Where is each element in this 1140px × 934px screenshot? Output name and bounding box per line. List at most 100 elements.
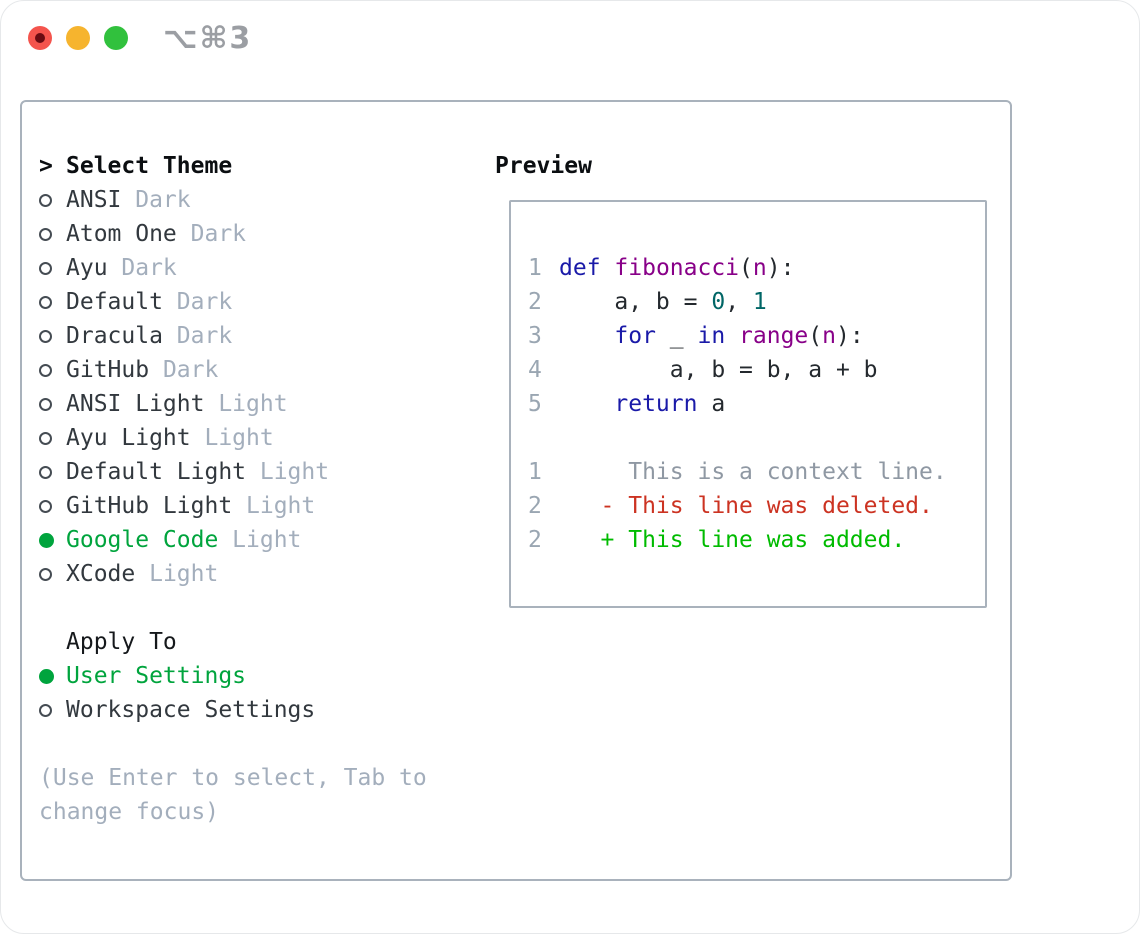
theme-variant: Light	[204, 425, 274, 451]
token-fn: n	[822, 323, 837, 349]
close-button-icon[interactable]	[28, 26, 52, 50]
marker-slot	[39, 227, 66, 241]
titlebar: ⌥⌘3	[1, 1, 1139, 76]
code-line: 1 def fibonacci(n):	[528, 251, 985, 285]
marker-slot	[39, 261, 66, 275]
theme-variant: Light	[149, 561, 219, 587]
line-number: 2	[528, 289, 542, 315]
token-pl	[559, 391, 614, 417]
line-number: 1	[528, 255, 542, 281]
token-kw: for	[614, 323, 656, 349]
apply-to-option[interactable]: User Settings	[39, 659, 479, 693]
code-text: a, b = 0, 1	[559, 289, 767, 315]
theme-option[interactable]: Ayu Light Light	[39, 421, 479, 455]
diff-line: 2 + This line was added.	[528, 523, 985, 557]
apply-option-name: User Settings	[66, 663, 247, 689]
code-line: 3 for _ in range(n):	[528, 319, 985, 353]
theme-variant: Dark	[190, 221, 247, 247]
theme-option[interactable]: XCode Light	[39, 557, 479, 591]
radio-icon	[39, 295, 52, 309]
minimize-button-icon[interactable]	[66, 26, 90, 50]
theme-name: XCode	[66, 561, 136, 587]
theme-variant: Light	[259, 459, 330, 485]
radio-icon	[39, 261, 52, 275]
marker-slot	[39, 193, 66, 207]
marker-slot	[39, 329, 66, 343]
token-pl	[601, 255, 615, 281]
blank-line	[528, 421, 985, 455]
token-pl: (	[739, 255, 753, 281]
window-title: ⌥⌘3	[163, 21, 253, 56]
spacer	[39, 591, 479, 625]
marker-slot	[39, 703, 66, 717]
marker-slot	[39, 431, 66, 445]
token-pl: ,	[725, 289, 753, 315]
marker-slot	[39, 532, 66, 548]
token-kw: def	[559, 255, 601, 281]
apply-to-header: Apply To	[39, 625, 479, 659]
theme-name: Dracula	[66, 323, 163, 349]
apply-to-option[interactable]: Workspace Settings	[39, 693, 479, 727]
token-fn: fibonacci	[614, 255, 740, 281]
theme-option[interactable]: ANSI Dark	[39, 183, 479, 217]
marker-slot	[39, 295, 66, 309]
unsaved-dot-icon	[35, 33, 45, 43]
code-text: for _ in range(n):	[559, 323, 863, 349]
token-pl	[725, 323, 739, 349]
token-fn: range	[739, 323, 809, 349]
radio-icon	[39, 499, 52, 513]
radio-icon	[39, 703, 52, 717]
token-kw: return	[614, 391, 698, 417]
token-num: 0	[711, 289, 726, 315]
diff-text-added: + This line was added.	[559, 527, 906, 553]
theme-name: ANSI Light	[66, 391, 205, 417]
diff-line: 1 This is a context line.	[528, 455, 985, 489]
marker-slot	[39, 567, 66, 581]
theme-variant: Dark	[176, 289, 233, 315]
token-pl: _	[655, 323, 698, 349]
line-number: 2	[528, 493, 542, 519]
theme-option[interactable]: Atom One Dark	[39, 217, 479, 251]
radio-selected-icon	[39, 668, 54, 684]
line-number: 3	[528, 323, 542, 349]
code-line: 4 a, b = b, a + b	[528, 353, 985, 387]
theme-name: ANSI	[66, 187, 122, 213]
radio-icon	[39, 227, 52, 241]
zoom-button-icon[interactable]	[104, 26, 128, 50]
token-pl: a, b = b, a + b	[559, 357, 878, 383]
radio-icon	[39, 431, 52, 445]
theme-name: Atom One	[66, 221, 177, 247]
radio-icon	[39, 329, 52, 343]
theme-variant: Dark	[121, 255, 177, 281]
token-num: 1	[752, 289, 767, 315]
line-number: 5	[528, 391, 542, 417]
marker-slot	[39, 465, 66, 479]
radio-icon	[39, 567, 52, 581]
token-kw: in	[697, 323, 726, 349]
select-theme-title: Select Theme	[66, 153, 233, 179]
theme-name: Ayu Light	[66, 425, 191, 451]
theme-variant: Dark	[176, 323, 233, 349]
line-number: 1	[528, 459, 542, 485]
code-line: 2 a, b = 0, 1	[528, 285, 985, 319]
code-text: def fibonacci(n):	[559, 255, 794, 281]
theme-option[interactable]: Dracula Dark	[39, 319, 479, 353]
theme-variant: Dark	[135, 187, 191, 213]
token-pl: a	[697, 391, 726, 417]
theme-variant: Light	[246, 493, 316, 519]
code-text: return a	[559, 391, 725, 417]
apply-option-name: Workspace Settings	[66, 697, 316, 723]
theme-name: GitHub	[66, 357, 150, 383]
